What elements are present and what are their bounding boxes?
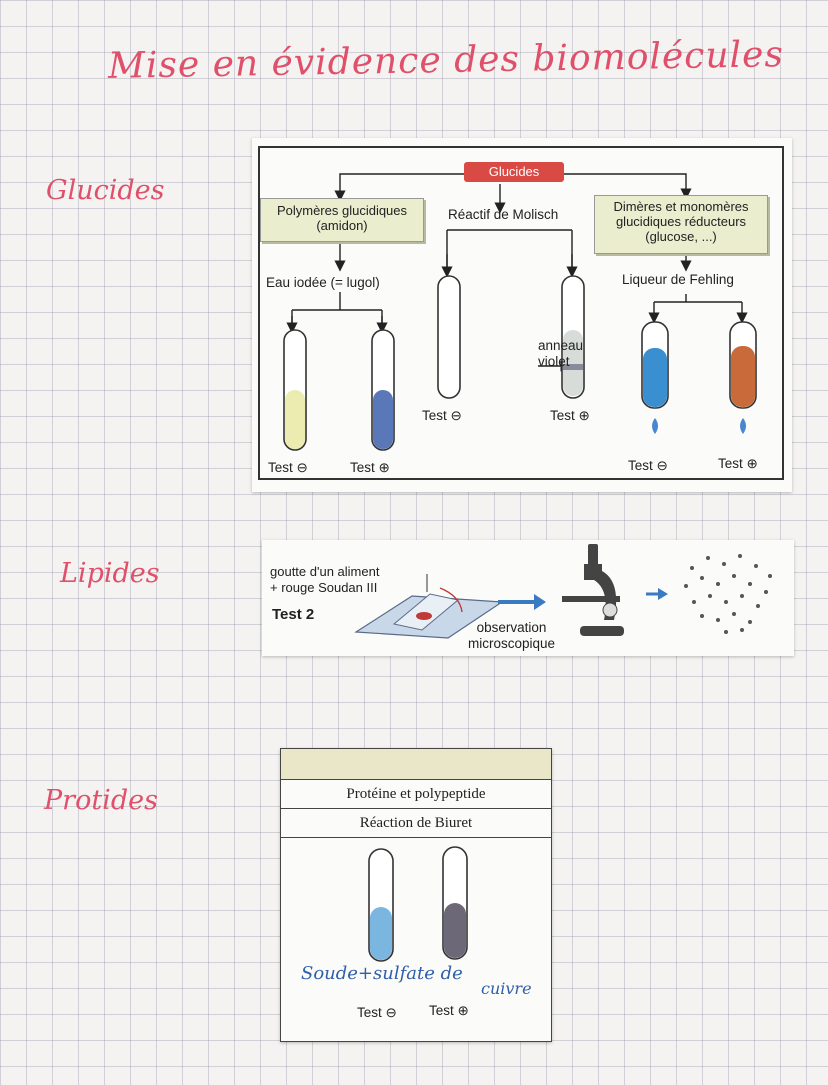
test2-label: Test 2 [272, 606, 315, 623]
tube-molisch-neg [437, 275, 461, 399]
dimeres-box-line2: glucidiques réducteurs [615, 214, 747, 229]
protides-diagram: Protéine et polypeptide Réaction de Biur… [280, 748, 552, 1042]
tube-biuret-pos-liquid [444, 903, 466, 958]
biuret-tubes [368, 846, 468, 962]
anneau-violet-ring [563, 364, 583, 370]
tube-iodine-neg-liquid [285, 390, 305, 449]
lipides-diagram: goutte d'un aliment + rouge Soudan III T… [262, 540, 794, 656]
flame-icon [740, 418, 746, 434]
test-label-iodine-pos: Test ⊕ [350, 460, 390, 475]
molisch-label: Réactif de Molisch [448, 207, 559, 222]
test-label-molisch-neg: Test ⊖ [422, 408, 462, 423]
observation-label-line1: observation [476, 620, 547, 635]
observation-label: observation microscopique [468, 620, 555, 652]
section-heading-protides: Protides [44, 785, 158, 816]
glucides-diagram: Glucides Polymères glucidiques (amidon) … [252, 138, 792, 492]
burner-flame-icons [652, 418, 746, 434]
table-header-band [281, 749, 551, 780]
food-drop [416, 612, 432, 620]
lipid-droplets [684, 554, 772, 634]
test-label-molisch-pos: Test ⊕ [550, 408, 590, 423]
page-title: Mise en évidence des biomolécules [107, 34, 785, 87]
polymeres-box-line2: (amidon) [316, 218, 368, 233]
tube-fehling-pos-liquid [731, 346, 755, 407]
dimeres-box-line1: Dimères et monomères [613, 199, 749, 214]
test-label-iodine-neg: Test ⊖ [268, 460, 308, 475]
tube-molisch-pos-liquid [563, 330, 583, 396]
polymeres-box: Polymères glucidiques (amidon) [260, 198, 424, 242]
flame-icon [652, 418, 658, 434]
drop-arrow [439, 587, 463, 613]
tube-iodine-pos-liquid [373, 390, 393, 449]
soudan-label-line2: + rouge Soudan III [270, 580, 378, 595]
polymeres-box-line1: Polymères glucidiques [276, 203, 408, 218]
soudan-label: goutte d'un aliment + rouge Soudan III [270, 564, 379, 596]
anneau-violet-label: anneau violet [538, 338, 583, 370]
test-label-biuret-neg: Test ⊖ [357, 1005, 397, 1020]
biuret-row: Réaction de Biuret [281, 809, 551, 838]
microscope-icon [562, 544, 624, 636]
anneau-label-line2: violet [538, 354, 570, 369]
handwritten-reagent-line2: cuivre [481, 979, 532, 998]
test-label-fehling-neg: Test ⊖ [628, 458, 668, 473]
diagram-frame [258, 146, 784, 480]
glucides-root-badge: Glucides [464, 162, 564, 182]
arrow-right-icon [658, 588, 668, 600]
fehling-label: Liqueur de Fehling [622, 272, 734, 287]
lipides-illustration [354, 544, 772, 639]
section-heading-lipides: Lipides [60, 558, 160, 589]
section-heading-glucides: Glucides [46, 175, 165, 206]
anneau-label-line1: anneau [538, 338, 584, 353]
tube-fehling-neg-liquid [643, 348, 667, 407]
dimeres-box-line3: (glucose, ...) [645, 229, 717, 244]
soudan-label-line1: goutte d'un aliment [270, 564, 380, 579]
handwritten-reagent-line1: Soude+sulfate de [301, 963, 463, 984]
proteine-row: Protéine et polypeptide [281, 780, 551, 809]
dimeres-box: Dimères et monomères glucidiques réducte… [594, 195, 768, 254]
test-label-biuret-pos: Test ⊕ [429, 1003, 469, 1018]
eau-iodee-label: Eau iodée (= lugol) [266, 275, 380, 290]
test-label-fehling-pos: Test ⊕ [718, 456, 758, 471]
tube-biuret-neg-liquid [370, 907, 392, 960]
arrow-right-icon [534, 594, 546, 610]
observation-label-line2: microscopique [468, 636, 556, 651]
glucides-tubes [283, 275, 757, 451]
